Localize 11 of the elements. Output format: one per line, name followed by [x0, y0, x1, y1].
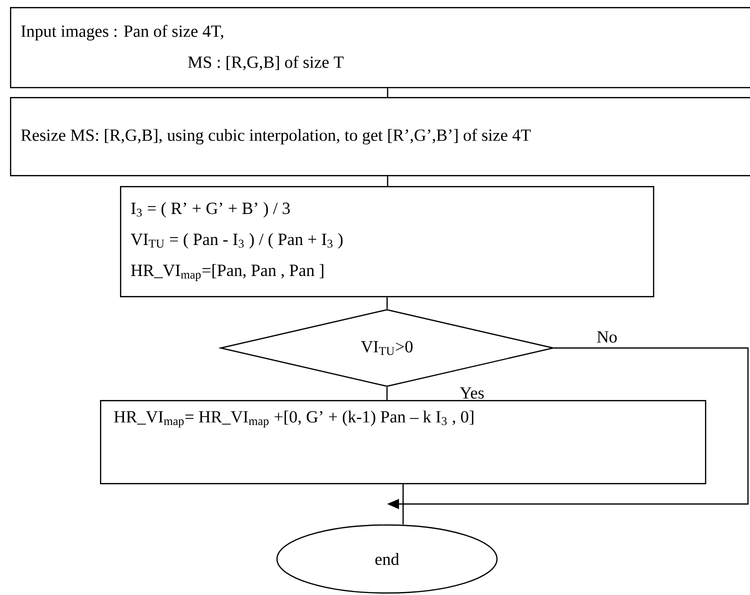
- connector-line: [387, 88, 388, 97]
- edge-label: Yes: [458, 386, 486, 400]
- connector-line: [387, 176, 388, 186]
- process-box: Resize MS: [R,G,B], using cubic interpolation, to get [R’,G’,B’] of size 4T: [10, 97, 750, 176]
- process-box: Input images : Pan of size 4T, MS : [R,G,B] of size T: [10, 7, 750, 88]
- connector-line: [386, 297, 388, 309]
- connector-line: [386, 387, 388, 400]
- connector-line: [402, 484, 404, 524]
- process-box: I$_{3}$ = ( R’ + G’ + B’ ) / 3 VI$_{TU}$ = ( Pan - I$_{3}$ ) / ( Pan + I$_{3}$ ) HR_VI$_{map}$=[Pan, Pan , Pan ]: [120, 186, 654, 298]
- process-box: HR_VI$_{map}$= HR_VI$_{map}$ +[0, G’ + (k-1) Pan – k I$_{3}$ , 0]: [100, 400, 706, 484]
- edge-label: No: [596, 330, 618, 344]
